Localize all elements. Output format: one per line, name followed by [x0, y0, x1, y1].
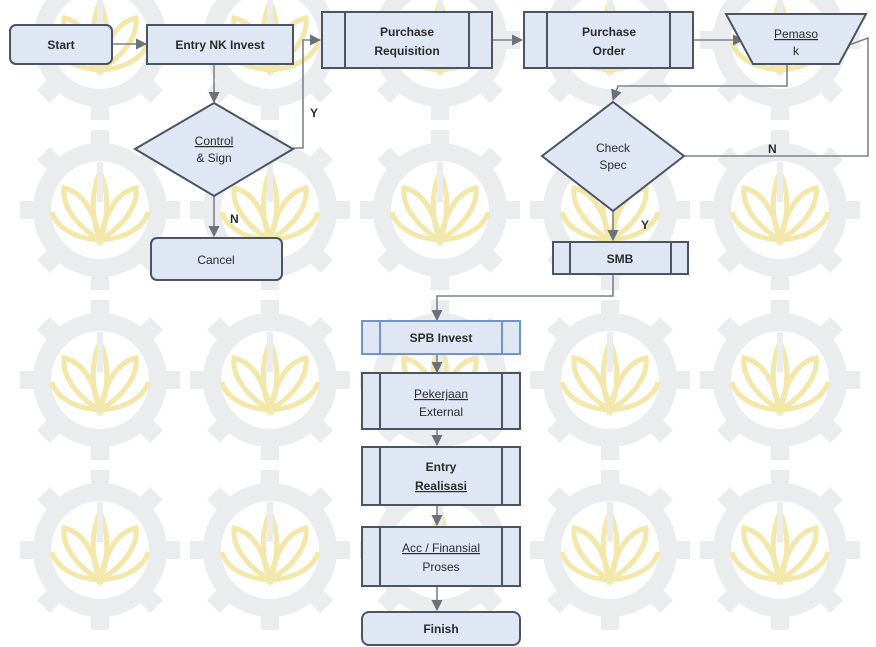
- edge-label-control-no: N: [230, 212, 239, 226]
- node-spb-invest[interactable]: SPB Invest: [361, 320, 521, 355]
- node-smb[interactable]: SMB: [552, 241, 689, 275]
- node-pemasok-line2: k: [793, 44, 800, 58]
- node-pemasok[interactable]: Pemaso k: [724, 13, 868, 65]
- edge-control-purchase-req: [293, 34, 322, 149]
- node-purchase-requisition[interactable]: Purchase Requisition: [321, 11, 493, 69]
- node-smb-label: SMB: [607, 252, 634, 266]
- node-cancel[interactable]: Cancel: [150, 237, 283, 281]
- node-control-sign-line2: & Sign: [196, 151, 231, 165]
- node-start[interactable]: Start: [9, 24, 113, 65]
- node-check-spec-line1: Check: [596, 141, 631, 155]
- node-purchase-order-line2: Order: [593, 44, 626, 58]
- edge-smb-spb: [431, 274, 614, 322]
- node-pemasok-line1: Pemaso: [774, 27, 818, 41]
- edge-label-check-yes: Y: [641, 218, 649, 232]
- node-start-label: Start: [47, 38, 74, 52]
- node-control-sign-line1: Control: [195, 134, 234, 148]
- node-control-sign[interactable]: Control & Sign: [133, 101, 295, 198]
- node-check-spec[interactable]: Check Spec: [540, 100, 686, 213]
- edge-label-check-no: N: [768, 142, 777, 156]
- node-entry-realisasi-line1: Entry: [426, 460, 457, 474]
- connectors: [112, 34, 869, 612]
- node-entry-realisasi-line2: Realisasi: [415, 479, 467, 493]
- edge-pemasok-checkspec: [611, 64, 788, 102]
- node-pekerjaan-external[interactable]: Pekerjaan External: [361, 372, 521, 430]
- node-cancel-label: Cancel: [197, 253, 234, 267]
- node-entry-realisasi[interactable]: Entry Realisasi: [361, 446, 521, 506]
- node-acc-finansial-line1: Acc / Finansial: [402, 541, 480, 555]
- node-pekerjaan-line1: Pekerjaan: [414, 387, 468, 401]
- node-purchase-requisition-line2: Requisition: [374, 44, 439, 58]
- node-entry-nk-invest-label: Entry NK Invest: [175, 38, 264, 52]
- node-pekerjaan-line2: External: [419, 405, 463, 419]
- edge-label-control-yes: Y: [310, 106, 318, 120]
- node-acc-finansial[interactable]: Acc / Finansial Proses: [361, 526, 521, 587]
- node-check-spec-line2: Spec: [599, 158, 626, 172]
- node-acc-finansial-line2: Proses: [422, 560, 459, 574]
- node-purchase-requisition-line1: Purchase: [380, 25, 434, 39]
- node-spb-invest-label: SPB Invest: [410, 331, 473, 345]
- node-finish-label: Finish: [423, 622, 458, 636]
- node-purchase-order-line1: Purchase: [582, 25, 636, 39]
- node-finish[interactable]: Finish: [361, 611, 521, 646]
- node-purchase-order[interactable]: Purchase Order: [523, 11, 694, 69]
- node-entry-nk-invest[interactable]: Entry NK Invest: [146, 24, 294, 65]
